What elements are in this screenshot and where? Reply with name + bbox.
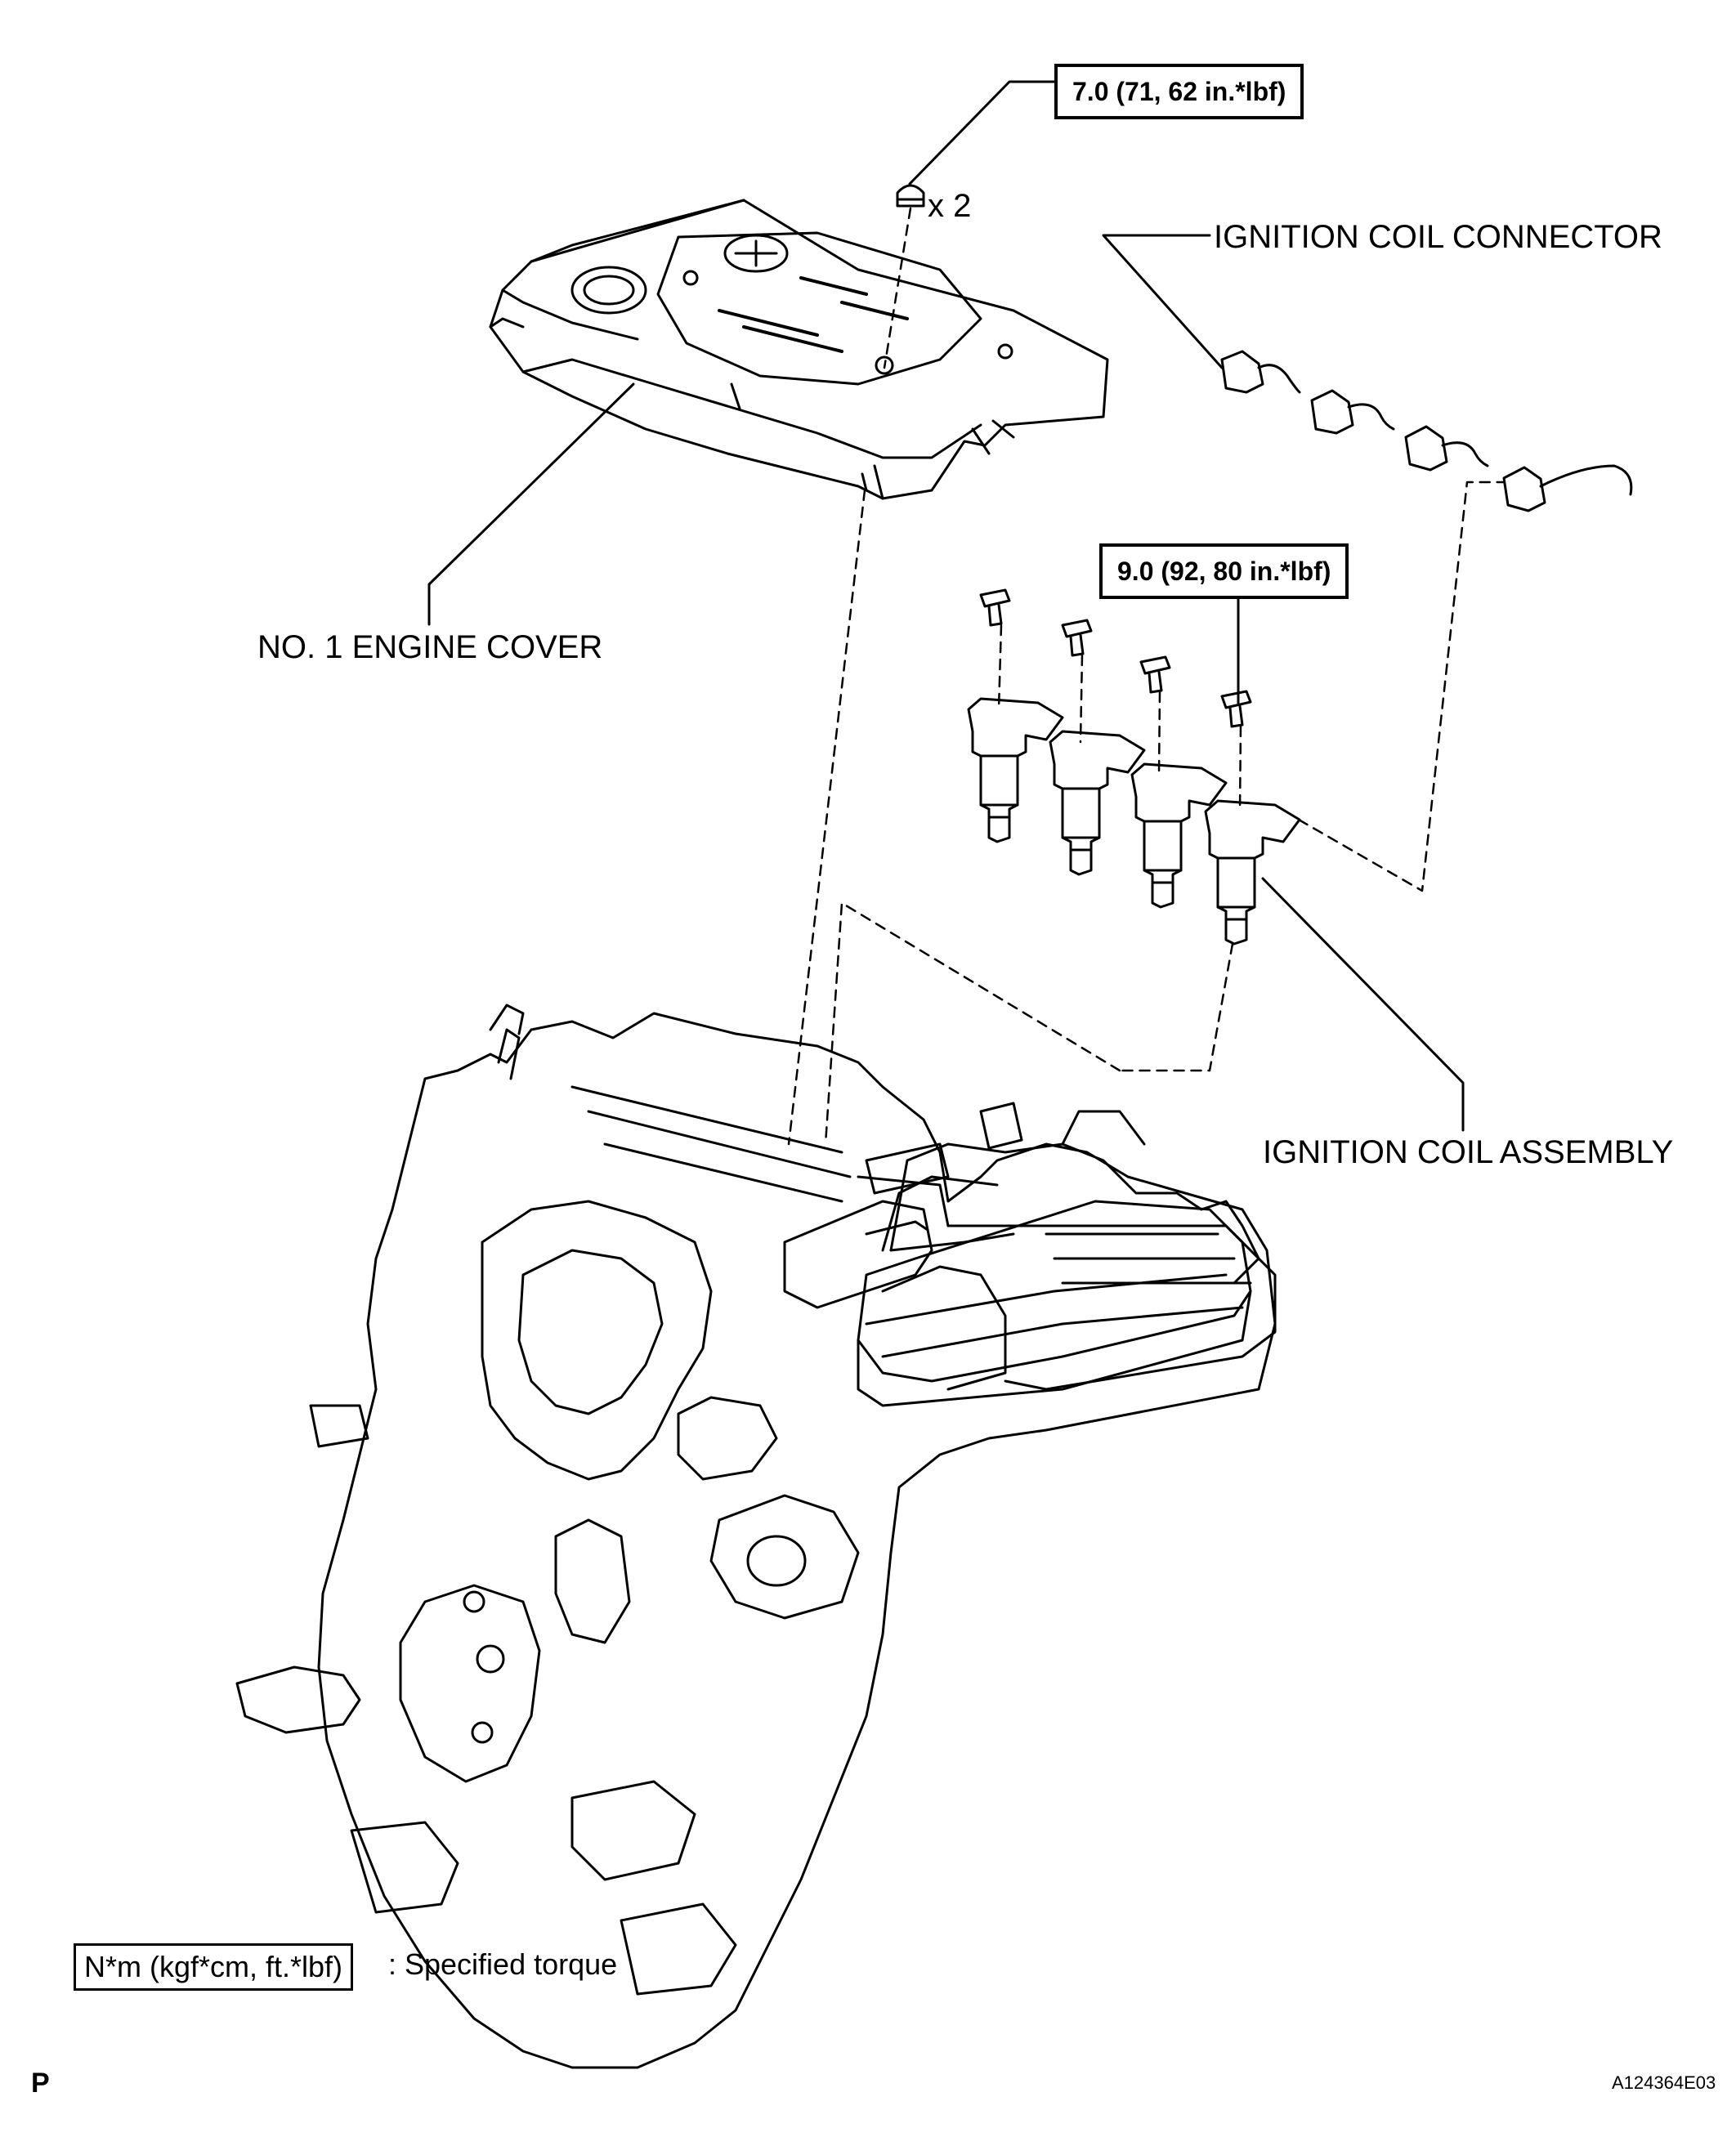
coil-connectors-drawing xyxy=(1220,350,1633,512)
torque-label-cover-nut: 7.0 (71, 62 in.*lbf) xyxy=(1054,64,1304,119)
leader-lines xyxy=(427,80,1465,1132)
ignition-coils-drawing xyxy=(967,697,1301,946)
ignition-coil-connector-label: IGNITION COIL CONNECTOR xyxy=(1214,219,1662,255)
alignment-dashed-lines xyxy=(787,207,1506,1146)
torque-legend-description: : Specified torque xyxy=(388,1947,618,1981)
engine-cover-drawing xyxy=(489,199,1109,500)
cover-nut-drawing xyxy=(896,184,925,208)
ignition-coil-assembly-label: IGNITION COIL ASSEMBLY xyxy=(1263,1134,1674,1170)
torque-label-coil-bolt: 9.0 (92, 80 in.*lbf) xyxy=(1099,543,1349,599)
figure-id: A124364E03 xyxy=(1612,2072,1716,2093)
engine-cover-label: NO. 1 ENGINE COVER xyxy=(257,629,603,665)
coil-bolts-drawing xyxy=(979,588,1252,728)
engine-drawing xyxy=(235,1004,1277,2069)
air-cleaner-drawing xyxy=(857,1110,1260,1407)
nut-quantity-label: x 2 xyxy=(928,188,972,224)
page-letter: P xyxy=(31,2068,50,2099)
torque-unit-legend-box: N*m (kgf*cm, ft.*lbf) xyxy=(74,1943,354,1991)
